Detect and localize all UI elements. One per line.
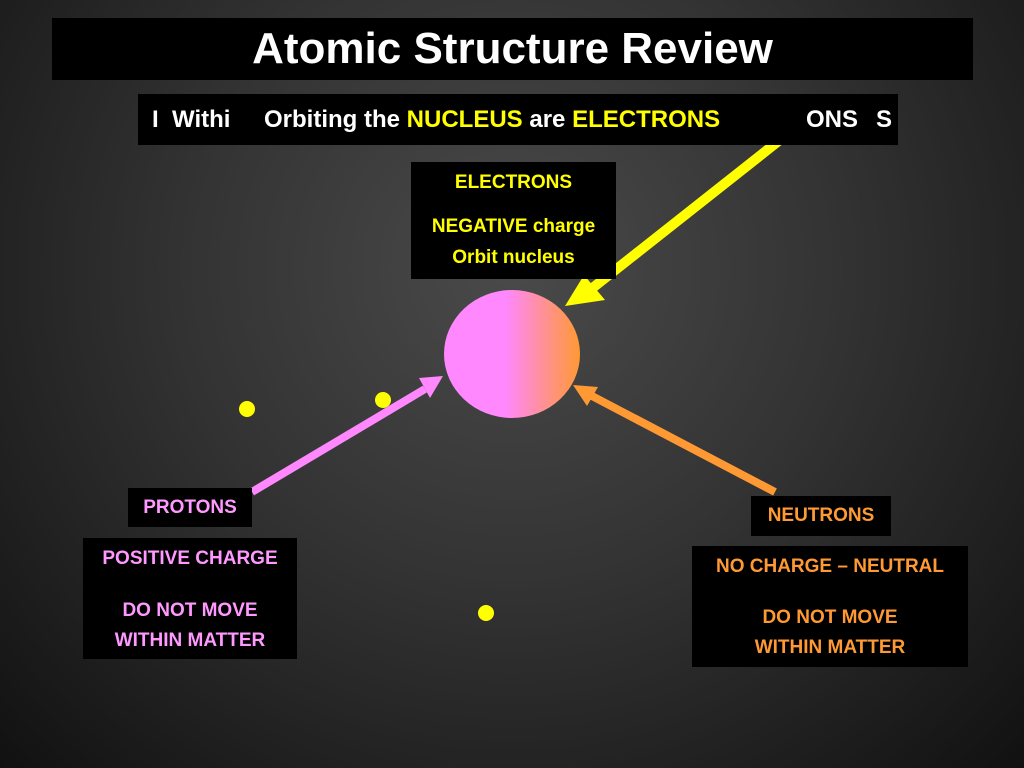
proton-arrow: [249, 376, 443, 496]
protons-label: PROTONS: [128, 488, 252, 527]
neutrons-label: NEUTRONS: [751, 496, 891, 536]
protons-charge: POSITIVE CHARGE: [102, 548, 278, 569]
slide-title-bar: Atomic Structure Review: [52, 18, 973, 80]
subtitle-main: Orbiting the NUCLEUS are ELECTRONS: [264, 94, 727, 145]
subtitle-fragment: Withi: [172, 106, 231, 133]
electrons-charge: NEGATIVE charge: [431, 216, 596, 237]
subtitle-bar: I Withi S ONS Orbiting the NUCLEUS are E…: [138, 94, 898, 145]
subtitle-fragment: ONS: [806, 106, 859, 133]
subtitle-text: Orbiting the: [264, 106, 400, 133]
subtitle-fragment: S: [876, 106, 893, 133]
subtitle-electrons: ELECTRONS: [572, 106, 721, 133]
electrons-info-box: ELECTRONS NEGATIVE charge Orbit nucleus: [411, 162, 616, 279]
neutron-arrow: [573, 385, 777, 496]
subtitle-fragment: I: [152, 106, 159, 133]
electron-dot: [478, 605, 494, 621]
neutrons-behavior: DO NOT MOVE WITHIN MATTER: [754, 607, 906, 658]
subtitle-text: are: [529, 106, 566, 133]
protons-behavior: DO NOT MOVE WITHIN MATTER: [114, 600, 266, 651]
neutrons-charge: NO CHARGE – NEUTRAL: [715, 556, 944, 577]
nucleus-circle: [444, 290, 580, 418]
electron-dot: [239, 401, 255, 417]
electron-dot: [375, 392, 391, 408]
electron-arrow: [565, 128, 794, 306]
protons-info-box: POSITIVE CHARGE DO NOT MOVE WITHIN MATTE…: [83, 538, 297, 659]
electrons-heading: ELECTRONS: [454, 172, 573, 193]
electrons-behavior: Orbit nucleus: [452, 247, 575, 268]
subtitle-nucleus: NUCLEUS: [406, 106, 523, 133]
slide-title: Atomic Structure Review: [252, 24, 773, 73]
neutrons-label-text: NEUTRONS: [767, 505, 875, 526]
protons-label-text: PROTONS: [143, 497, 237, 518]
neutrons-info-box: NO CHARGE – NEUTRAL DO NOT MOVE WITHIN M…: [692, 546, 968, 667]
